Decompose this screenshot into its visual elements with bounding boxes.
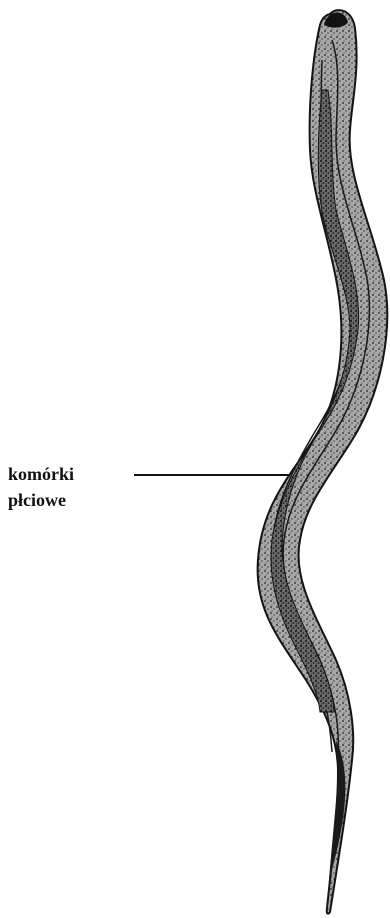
label-plciowe: płciowe <box>8 487 66 513</box>
label-komorki: komórki <box>8 461 74 487</box>
